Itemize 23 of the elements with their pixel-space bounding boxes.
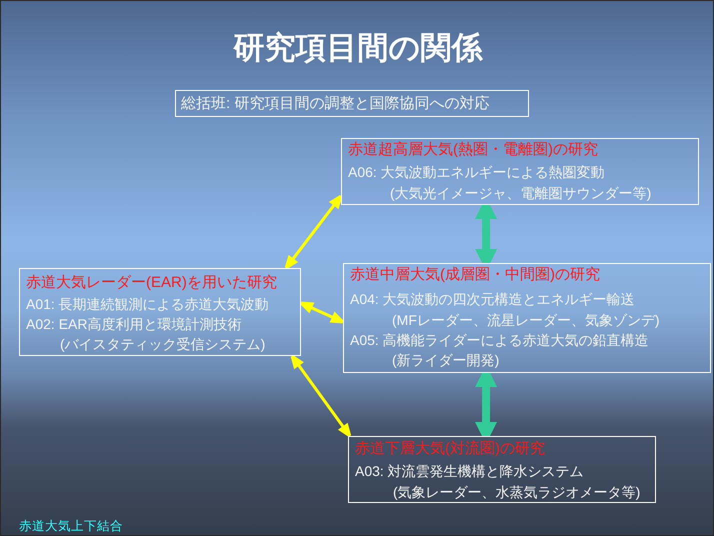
text-box	[175, 90, 529, 117]
text-box	[19, 268, 301, 356]
text-box	[341, 138, 699, 205]
body-text: (大気光イメージャ、電離圏サウンダー等)	[390, 184, 652, 203]
body-text: (新ライダー開発)	[392, 351, 500, 370]
body-text: A03: 対流雲発生機構と降水システム	[355, 462, 584, 481]
text-box	[343, 263, 711, 373]
footer-text: 赤道大気上下結合	[19, 518, 123, 534]
heading: 赤道中層大気(成層圏・中間圏)の研究	[350, 265, 600, 285]
body-text: A06: 大気波動エネルギーによる熱圏変動	[348, 163, 605, 182]
heading: 赤道超高層大気(熱圏・電離圏)の研究	[348, 140, 598, 160]
body-text: A02: EAR高度利用と環境計測技術	[26, 315, 242, 334]
body-text: A01: 長期連続観測による赤道大気波動	[26, 295, 269, 314]
title: 研究項目間の関係	[234, 29, 482, 67]
body-text: (MFレーダー、流星レーダー、気象ゾンデ)	[392, 311, 660, 330]
heading: 赤道大気レーダー(EAR)を用いた研究	[26, 273, 277, 293]
body-text: A05: 高機能ライダーによる赤道大気の鉛直構造	[350, 331, 649, 350]
heading: 赤道下層大気(対流圏)の研究	[355, 439, 545, 459]
body-text: (バイスタティック受信システム)	[60, 335, 266, 354]
body-text: 総括班: 研究項目間の調整と国際協同への対応	[181, 94, 490, 114]
text-box	[348, 436, 656, 503]
body-text: (気象レーダー、水蒸気ラジオメータ等)	[393, 483, 640, 502]
body-text: A04: 大気波動の四次元構造とエネルギー輸送	[350, 290, 635, 309]
